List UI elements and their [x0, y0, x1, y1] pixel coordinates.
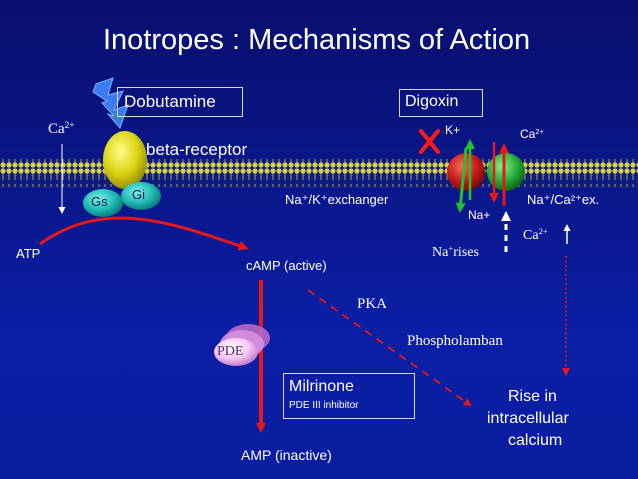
digoxin-box	[399, 89, 483, 117]
na-k-exchanger-channel	[447, 153, 485, 191]
rise-line-1: Rise in	[508, 388, 557, 405]
na-ca-exchanger-label: Na⁺/Ca²⁺ex.	[527, 192, 600, 207]
pde-label: PDE	[217, 344, 244, 359]
pde-enzyme	[214, 324, 270, 366]
milrinone-subtitle: PDE III inhibitor	[289, 400, 359, 411]
k-flow-arrow	[455, 147, 468, 213]
lightning-bolt-icon	[92, 77, 129, 129]
inhibition-x-icon	[419, 129, 440, 154]
calcium-right-label: Ca2+	[523, 226, 548, 243]
cell-membrane	[0, 158, 638, 188]
beta-receptor-shape	[103, 131, 147, 189]
pka-pathway-arrow	[307, 289, 472, 407]
dobutamine-box	[117, 87, 243, 117]
pka-label: PKA	[357, 296, 388, 312]
camp-label: cAMP (active)	[246, 258, 327, 273]
milrinone-box	[283, 373, 415, 419]
amp-label: AMP (inactive)	[241, 447, 332, 463]
milrinone-label: Milrinone	[289, 378, 354, 395]
dobutamine-label: Dobutamine	[124, 92, 216, 111]
gs-protein-shape	[83, 189, 123, 217]
phospholamban-label: Phospholamban	[407, 333, 503, 349]
na-ca-exchanger-channel	[487, 153, 525, 191]
na-k-exchanger-label: Na⁺/K⁺exchanger	[285, 192, 389, 207]
rise-line-2: intracellular	[487, 410, 569, 427]
gi-label: Gi	[132, 187, 145, 202]
atp-label: ATP	[16, 246, 41, 261]
beta-receptor-label: beta-receptor	[146, 140, 248, 159]
calcium-top-label: Ca2+	[520, 126, 544, 141]
page-title: Inotropes : Mechanisms of Action	[103, 24, 531, 56]
calcium-left-label: Ca2+	[48, 120, 75, 137]
atp-to-camp-arrow	[39, 216, 249, 251]
na-rises-label: Na+rises	[432, 243, 479, 260]
na-plus-label: Na+	[468, 208, 491, 222]
gi-protein-shape	[121, 182, 161, 210]
digoxin-label: Digoxin	[405, 93, 459, 110]
k-plus-label: K+	[445, 123, 461, 137]
rise-line-3: calcium	[508, 432, 563, 449]
gs-label: Gs	[91, 194, 108, 209]
